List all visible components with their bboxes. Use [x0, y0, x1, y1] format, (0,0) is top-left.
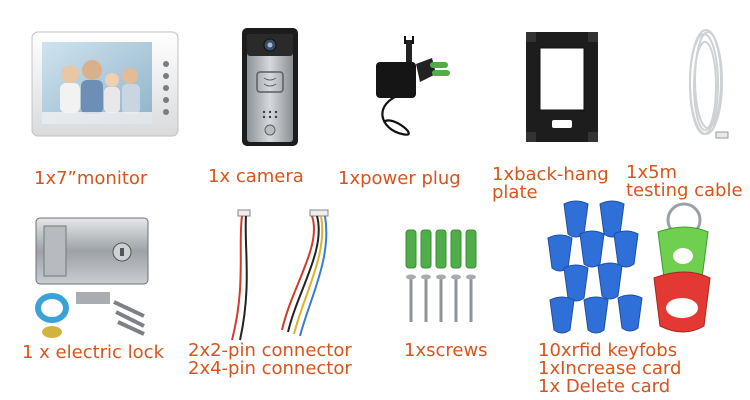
caption-rfid-line2: 1xIncrease card	[538, 358, 682, 379]
caption-power-plug: 1xpower plug	[338, 168, 461, 189]
back-hang-plate-image	[522, 28, 602, 146]
caption-cable-line1: 1x5m	[626, 162, 678, 183]
monitor-image	[30, 28, 182, 140]
caption-connector-line2: 2x4-pin connector	[188, 358, 352, 379]
connectors-image	[222, 206, 342, 346]
caption-rfid-line3: 1x Delete card	[538, 376, 671, 397]
caption-screws: 1xscrews	[404, 340, 488, 361]
screws-image	[398, 226, 482, 326]
caption-electric-lock: 1 x electric lock	[22, 342, 165, 363]
caption-monitor: 1x7”monitor	[34, 168, 148, 189]
caption-connector-line1: 2x2-pin connector	[188, 340, 352, 361]
camera-image	[240, 26, 300, 148]
caption-rfid-line1: 10xrfid keyfobs	[538, 340, 678, 361]
caption-connectors: 2x2-pin connector 2x4-pin connector	[188, 342, 352, 378]
caption-cable: 1x5m testing cable	[626, 164, 743, 200]
caption-back-hang-plate: 1xback-hang plate	[492, 166, 609, 202]
caption-cable-line2: testing cable	[626, 180, 743, 201]
caption-back-hang-line1: 1xback-hang	[492, 164, 609, 185]
cable-coil-image	[676, 22, 736, 150]
electric-lock-image	[18, 212, 166, 342]
caption-back-hang-line2: plate	[492, 182, 538, 203]
caption-rfid: 10xrfid keyfobs 1xIncrease card 1x Delet…	[538, 342, 681, 396]
rfid-keyfobs-image	[540, 196, 746, 346]
power-plug-image	[362, 34, 454, 144]
caption-camera: 1x camera	[208, 166, 304, 187]
